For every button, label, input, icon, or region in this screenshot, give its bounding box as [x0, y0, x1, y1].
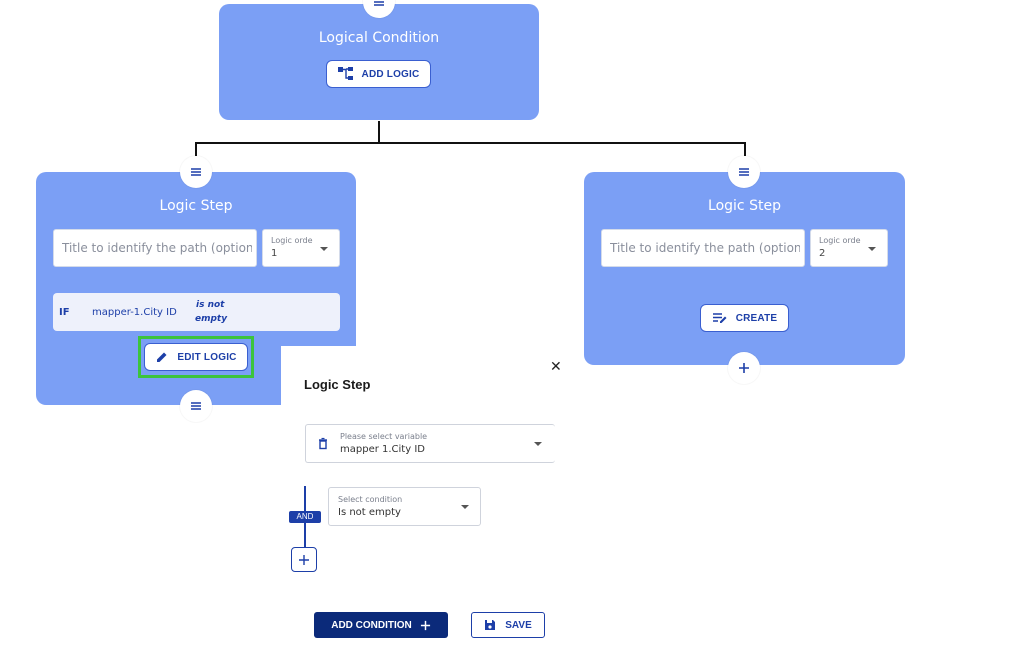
menu-lines-icon — [191, 402, 201, 410]
add-logic-label: ADD LOGIC — [361, 68, 420, 80]
path-title-input-right[interactable]: Title to identify the path (optiona — [601, 229, 805, 267]
create-label: CREATE — [735, 312, 778, 324]
connector-right-drop — [744, 142, 746, 156]
logic-step-card-left: Logic Step Title to identify the path (o… — [36, 172, 356, 405]
add-sub-condition-button[interactable] — [291, 547, 317, 572]
chevron-down-icon — [868, 247, 876, 251]
menu-lines-icon — [374, 1, 384, 6]
condition-summary: IF mapper-1.City ID is not empty — [53, 293, 340, 331]
trash-icon — [319, 437, 327, 450]
and-connector-badge: AND — [289, 511, 321, 523]
add-condition-label: ADD CONDITION — [331, 619, 412, 631]
close-icon[interactable]: ✕ — [550, 359, 562, 375]
condition-variable: mapper-1.City ID — [92, 307, 177, 318]
edit-logic-highlight — [138, 336, 254, 378]
add-condition-button[interactable]: ADD CONDITION — [314, 612, 448, 638]
menu-lines-icon — [739, 168, 749, 176]
chevron-down-icon — [461, 505, 469, 509]
chevron-down-icon — [320, 247, 328, 251]
tree-structure-icon — [337, 67, 353, 80]
save-button[interactable]: SAVE — [471, 612, 545, 638]
connector-horizontal — [195, 142, 746, 144]
right-card-add-handle[interactable] — [728, 352, 760, 384]
logic-step-dialog: Logic Step ✕ Please select variable mapp… — [281, 346, 576, 665]
logic-order-value-left: 1 — [271, 248, 278, 259]
logic-step-title-left: Logic Step — [159, 198, 233, 214]
plus-icon — [299, 554, 309, 565]
variable-select[interactable]: Please select variable mapper 1.City ID — [305, 424, 555, 463]
logic-order-value-right: 2 — [819, 248, 826, 259]
path-title-placeholder-right: Title to identify the path (optiona — [610, 241, 800, 255]
if-label: IF — [59, 307, 70, 318]
add-logic-button[interactable]: ADD LOGIC — [326, 60, 431, 88]
edit-logic-button[interactable]: EDIT LOGIC — [144, 343, 248, 371]
logic-step-title-right: Logic Step — [708, 198, 781, 214]
connector-vertical-top — [378, 121, 380, 143]
save-label: SAVE — [505, 619, 532, 631]
menu-lines-icon — [191, 168, 201, 176]
logic-step-card-right: Logic Step Title to identify the path (o… — [584, 172, 905, 365]
left-card-bottom-handle[interactable] — [180, 390, 212, 422]
logic-order-select-left[interactable]: Logic orde 1 — [262, 229, 340, 267]
path-title-placeholder-left: Title to identify the path (optiona — [62, 241, 252, 255]
condition-operator-line1: is not — [196, 300, 225, 310]
path-title-input-left[interactable]: Title to identify the path (optiona — [53, 229, 257, 267]
variable-select-label: Please select variable — [340, 432, 428, 441]
logic-order-label-right: Logic orde — [819, 236, 861, 245]
connector-left-drop — [195, 142, 197, 156]
pencil-icon — [157, 352, 167, 362]
left-card-handle[interactable] — [180, 156, 212, 188]
floppy-disk-icon — [485, 620, 496, 630]
condition-select-value: Is not empty — [338, 507, 401, 518]
condition-operator-line2: empty — [195, 314, 228, 324]
variable-select-value: mapper 1.City ID — [340, 444, 425, 455]
logical-condition-title: Logical Condition — [318, 30, 440, 46]
edit-list-icon — [712, 313, 727, 323]
plus-icon — [420, 620, 430, 630]
logical-condition-card: Logical Condition ADD LOGIC — [219, 4, 539, 120]
logic-order-select-right[interactable]: Logic orde 2 — [810, 229, 888, 267]
and-connector-line — [304, 486, 306, 572]
logic-order-label-left: Logic orde — [271, 236, 313, 245]
condition-select-label: Select condition — [338, 495, 403, 504]
right-card-handle[interactable] — [728, 156, 760, 188]
dialog-title: Logic Step — [304, 377, 371, 392]
chevron-down-icon — [534, 442, 542, 446]
top-card-handle[interactable] — [363, 0, 395, 18]
condition-select[interactable]: Select condition Is not empty — [328, 487, 481, 526]
edit-logic-label: EDIT LOGIC — [177, 351, 237, 363]
plus-icon — [739, 363, 749, 373]
create-button[interactable]: CREATE — [700, 304, 789, 332]
